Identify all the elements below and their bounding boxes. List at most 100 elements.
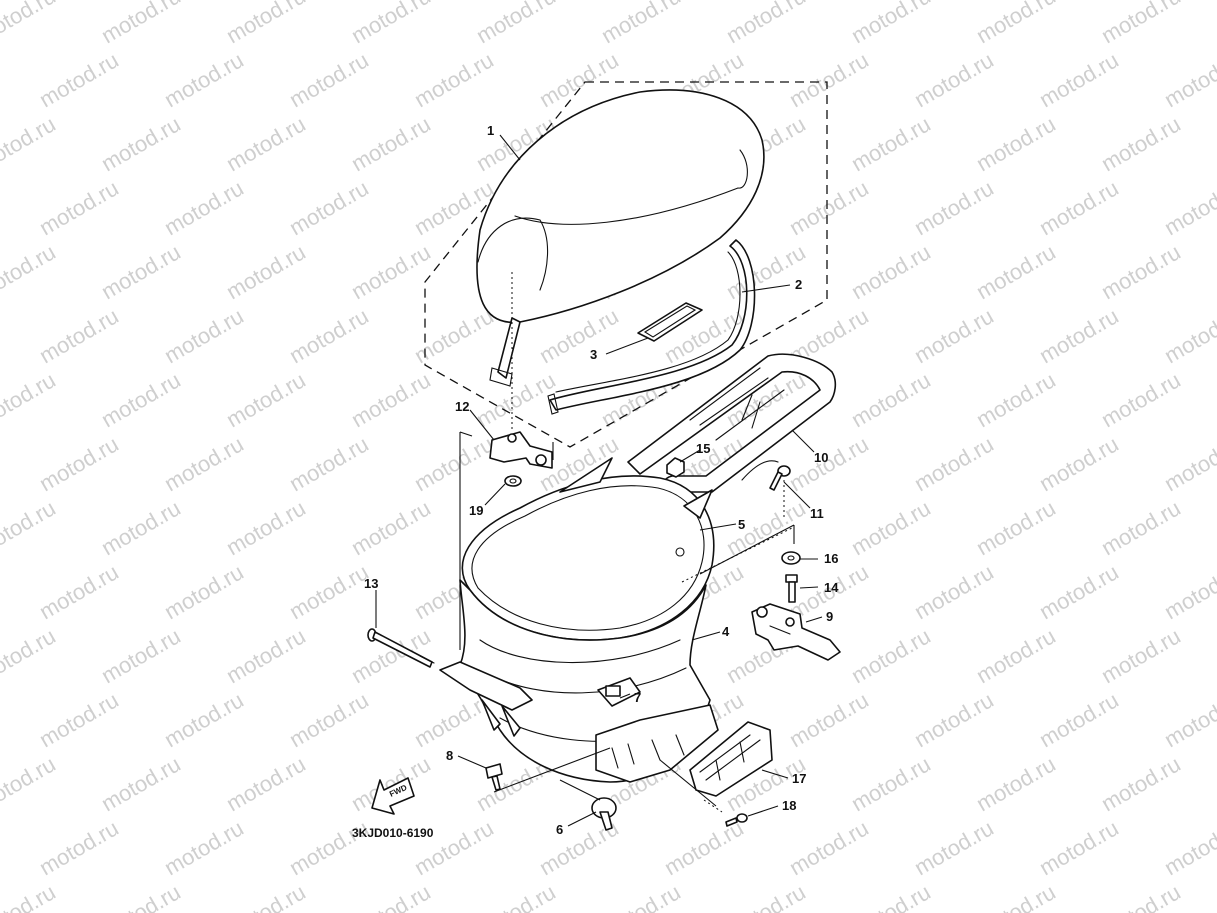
- watermark-text: motod.ru: [910, 431, 998, 496]
- bolt-8[interactable]: [485, 763, 503, 791]
- watermark-text: motod.ru: [472, 0, 560, 48]
- watermark-text: motod.ru: [1097, 495, 1185, 560]
- seat-badge[interactable]: [637, 302, 703, 342]
- watermark-text: motod.ru: [847, 751, 935, 816]
- watermark-text: motod.ru: [222, 111, 310, 176]
- watermark-text: motod.ru: [222, 623, 310, 688]
- watermark-text: motod.ru: [1035, 431, 1123, 496]
- nut[interactable]: [666, 457, 685, 478]
- watermark-text: motod.ru: [1097, 239, 1185, 304]
- stud-bolt[interactable]: [785, 574, 798, 603]
- watermark-text: motod.ru: [722, 495, 810, 560]
- watermark-text: motod.ru: [347, 879, 435, 913]
- watermark-text: motod.ru: [285, 431, 373, 496]
- watermark-text: motod.ru: [222, 0, 310, 48]
- watermark-text: motod.ru: [347, 0, 435, 48]
- catalog-code: 3KJD010-6190: [352, 826, 434, 840]
- watermark-text: motod.ru: [847, 495, 935, 560]
- seat[interactable]: [476, 89, 765, 387]
- watermark-text: motod.ru: [0, 239, 60, 304]
- clip[interactable]: [597, 677, 641, 707]
- watermark-text: motod.ru: [410, 431, 498, 496]
- push-rivet[interactable]: [591, 797, 617, 831]
- leader-lines: [375, 134, 823, 827]
- watermark-text: motod.ru: [160, 431, 248, 496]
- watermark-text: motod.ru: [97, 751, 185, 816]
- watermark-text: motod.ru: [597, 879, 685, 913]
- watermark-text: motod.ru: [1160, 687, 1217, 752]
- callout-2: 2: [795, 277, 802, 292]
- callout-5: 5: [738, 517, 745, 532]
- watermark-text: motod.ru: [1035, 559, 1123, 624]
- watermark-text: motod.ru: [1035, 687, 1123, 752]
- watermark-text: motod.ru: [0, 751, 60, 816]
- watermark-text: motod.ru: [1035, 47, 1123, 112]
- assembly-guide-lines: [459, 272, 795, 813]
- bolt[interactable]: [769, 465, 791, 491]
- watermark-text: motod.ru: [1097, 751, 1185, 816]
- watermark-text: motod.ru: [785, 47, 873, 112]
- callout-4: 4: [722, 624, 730, 639]
- callout-12: 12: [455, 399, 469, 414]
- watermark-text: motod.ru: [1035, 175, 1123, 240]
- washer[interactable]: [504, 475, 522, 487]
- hinge-bracket[interactable]: [489, 431, 553, 469]
- lower-mount-bracket[interactable]: [439, 661, 719, 783]
- watermark-text: motod.ru: [97, 0, 185, 48]
- watermark-text: motod.ru: [0, 495, 60, 560]
- watermark-text: motod.ru: [972, 239, 1060, 304]
- watermark-text: motod.ru: [1097, 879, 1185, 913]
- watermark-text: motod.ru: [847, 623, 935, 688]
- screw[interactable]: [725, 813, 748, 827]
- watermark-text: motod.ru: [285, 175, 373, 240]
- watermark-text: motod.ru: [1097, 623, 1185, 688]
- watermark-text: motod.ru: [410, 47, 498, 112]
- watermark-text: motod.ru: [160, 815, 248, 880]
- watermark-text: motod.ru: [722, 0, 810, 48]
- watermark-text: motod.ru: [472, 879, 560, 913]
- watermark-text: motod.ru: [285, 303, 373, 368]
- callout-18: 18: [782, 798, 796, 813]
- callout-9: 9: [826, 609, 833, 624]
- watermark-text: motod.ru: [972, 0, 1060, 48]
- long-bolt[interactable]: [367, 628, 435, 668]
- watermark-text: motod.ru: [160, 175, 248, 240]
- watermark-text: motod.ru: [785, 815, 873, 880]
- watermark-text: motod.ru: [347, 495, 435, 560]
- washer-16[interactable]: [781, 551, 801, 565]
- storage-box-rim[interactable]: [461, 457, 715, 641]
- watermark-text: motod.ru: [910, 815, 998, 880]
- watermark-text: motod.ru: [35, 47, 123, 112]
- callout-14: 14: [824, 580, 839, 595]
- watermark-text: motod.ru: [972, 879, 1060, 913]
- watermark-text: motod.ru: [222, 495, 310, 560]
- watermark-text: motod.ru: [1160, 175, 1217, 240]
- seat-seal[interactable]: [547, 239, 756, 415]
- watermark-text: motod.ru: [910, 175, 998, 240]
- seat-lock[interactable]: [751, 603, 841, 661]
- watermark-text: motod.ru: [972, 495, 1060, 560]
- watermark-text: motod.ru: [222, 879, 310, 913]
- watermark-text: motod.ru: [347, 367, 435, 432]
- callout-3: 3: [590, 347, 597, 362]
- callout-13: 13: [364, 576, 378, 591]
- watermark-text: motod.ru: [222, 751, 310, 816]
- watermark-text: motod.ru: [410, 303, 498, 368]
- watermark-text: motod.ru: [35, 815, 123, 880]
- watermark-text: motod.ru: [847, 239, 935, 304]
- callout-19: 19: [469, 503, 483, 518]
- watermark-text: motod.ru: [847, 879, 935, 913]
- watermark-text: motod.ru: [97, 495, 185, 560]
- watermark-text: motod.ru: [35, 687, 123, 752]
- watermark-text: motod.ru: [910, 47, 998, 112]
- callout-1: 1: [487, 123, 494, 138]
- callout-8: 8: [446, 748, 453, 763]
- watermark-text: motod.ru: [1035, 815, 1123, 880]
- watermark-text: motod.ru: [35, 431, 123, 496]
- watermark-text: motod.ru: [1097, 111, 1185, 176]
- watermark-text: motod.ru: [785, 687, 873, 752]
- watermark-text: motod.ru: [97, 879, 185, 913]
- watermark-text: motod.ru: [0, 623, 60, 688]
- watermark-text: motod.ru: [1097, 367, 1185, 432]
- watermark-text: motod.ru: [660, 815, 748, 880]
